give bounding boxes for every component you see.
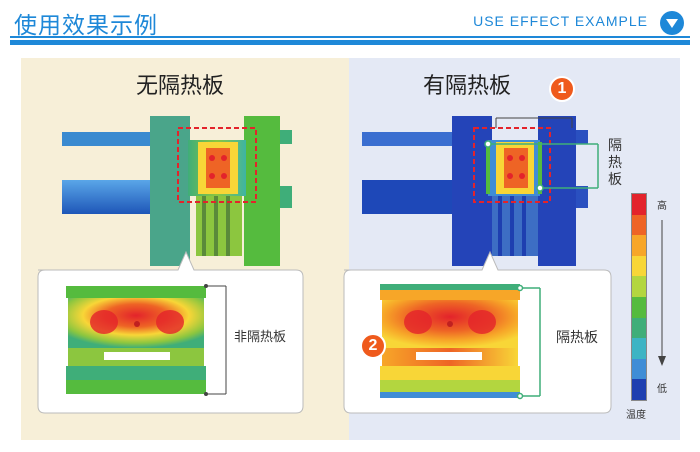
legend-cell	[632, 255, 646, 277]
left-heading: 无隔热板	[136, 74, 225, 99]
legend-low: 低	[657, 384, 667, 395]
legend-cell	[632, 214, 646, 236]
right-callout	[343, 250, 612, 414]
legend-cell	[632, 379, 646, 400]
legend-caption: 温度	[626, 410, 646, 421]
left-label: 非隔热板	[234, 330, 287, 345]
legend-cell	[632, 317, 646, 339]
chevron-down-icon[interactable]	[660, 11, 684, 35]
subtitle: USE EFFECT EXAMPLE	[473, 13, 648, 29]
legend-cell	[632, 235, 646, 256]
right-machine	[362, 116, 599, 266]
legend-cell	[632, 276, 646, 297]
left-machine	[62, 116, 292, 266]
legend-cell	[632, 358, 646, 380]
badge-2: 2	[360, 333, 386, 359]
header-bar	[10, 40, 690, 45]
legend-high: 高	[657, 201, 667, 212]
right-label-top: 隔热板	[608, 138, 622, 188]
legend-cell	[632, 296, 646, 318]
temperature-legend	[631, 193, 647, 401]
legend-cell	[632, 338, 646, 359]
left-callout	[37, 250, 304, 414]
page-title: 使用效果示例	[14, 13, 158, 39]
header: 使用效果示例 USE EFFECT EXAMPLE	[0, 0, 700, 45]
legend-cell	[632, 194, 646, 215]
right-heading: 有隔热板	[423, 74, 512, 99]
header-divider	[10, 36, 690, 38]
right-label-bottom: 隔热板	[556, 330, 598, 346]
badge-1: 1	[549, 76, 575, 102]
